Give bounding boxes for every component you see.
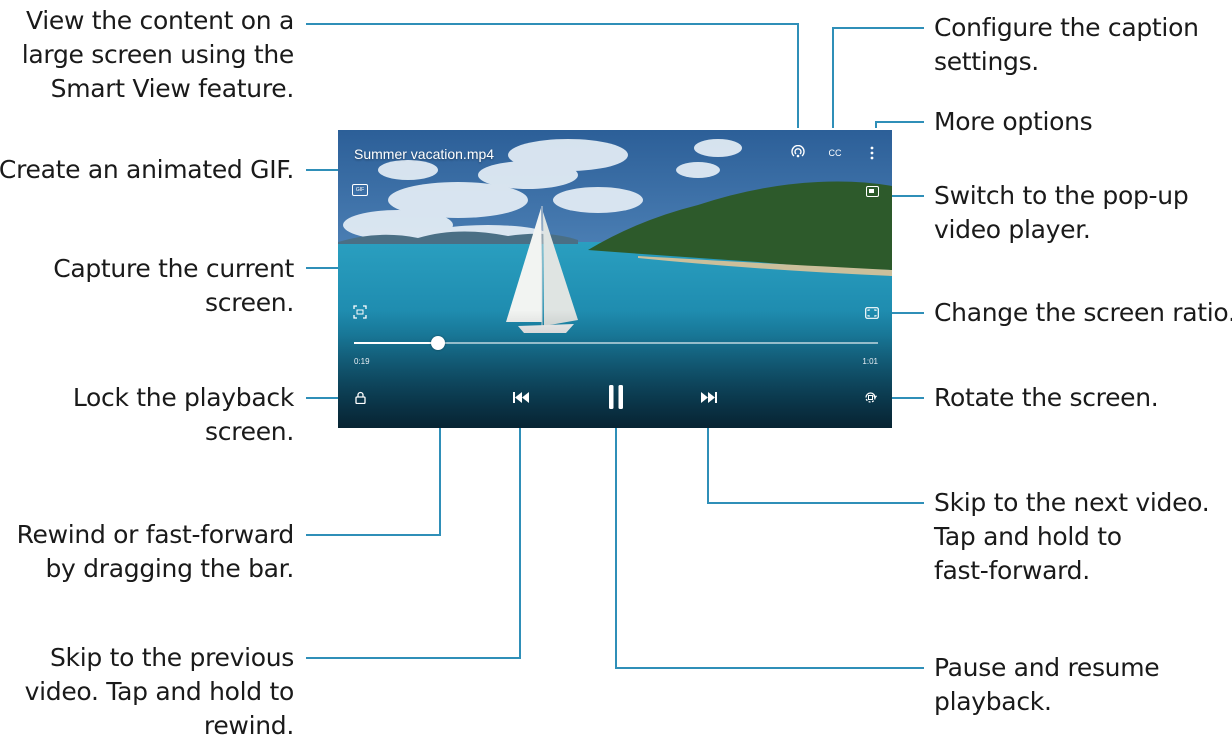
screen-ratio-button[interactable] [864,306,880,320]
popup-player-icon [865,185,879,197]
callout-lock: Lock the playback screen. [72,383,294,446]
more-vert-icon [870,146,874,160]
seek-bar-fill [354,342,438,344]
callout-rotate: Rotate the screen. [934,383,1159,412]
captions-button[interactable]: CC [824,145,846,161]
capture-button[interactable] [352,304,368,320]
callout-ratio: Change the screen ratio. [934,298,1232,327]
gif-icon: GIF [352,184,368,196]
capture-icon [353,305,367,319]
callout-pause: Pause and resume playback. [934,653,1160,716]
elapsed-time: 0:19 [354,357,370,366]
more-options-button[interactable] [866,144,878,162]
callout-previous: Skip to the previous video. Tap and hold… [24,643,295,740]
lock-icon [354,391,366,404]
pause-icon [609,385,623,409]
video-player-screen[interactable]: Summer vacation.mp4 CC GIF [338,130,892,428]
callout-capture: Capture the current screen. [53,254,294,317]
smart-view-icon [791,145,805,158]
screen-ratio-icon [865,307,879,319]
rotate-icon [864,391,877,403]
skip-previous-icon [513,391,529,403]
pause-button[interactable] [602,382,630,412]
smart-view-button[interactable] [790,144,806,160]
animated-gif-button[interactable]: GIF [352,184,368,196]
previous-video-button[interactable] [510,389,532,405]
skip-next-icon [701,391,717,403]
callout-smart-view: View the content on a large screen using… [21,6,295,103]
lock-button[interactable] [352,389,368,405]
cc-icon: CC [828,148,842,158]
callout-gif: Create an animated GIF. [0,155,294,184]
seek-bar[interactable] [354,336,878,350]
callout-more-options: More options [934,107,1093,136]
video-frame [338,130,892,428]
callout-next: Skip to the next video. Tap and hold to … [934,488,1210,585]
next-video-button[interactable] [698,389,720,405]
callout-popup: Switch to the pop-up video player. [934,181,1189,244]
callout-seek: Rewind or fast-forward by dragging the b… [16,520,295,583]
video-title: Summer vacation.mp4 [354,146,495,162]
seek-bar-thumb[interactable] [430,336,445,350]
total-duration: 1:01 [862,357,878,366]
callout-captions: Configure the caption settings. [934,13,1199,76]
popup-player-button[interactable] [864,184,880,198]
rotate-button[interactable] [862,389,878,405]
